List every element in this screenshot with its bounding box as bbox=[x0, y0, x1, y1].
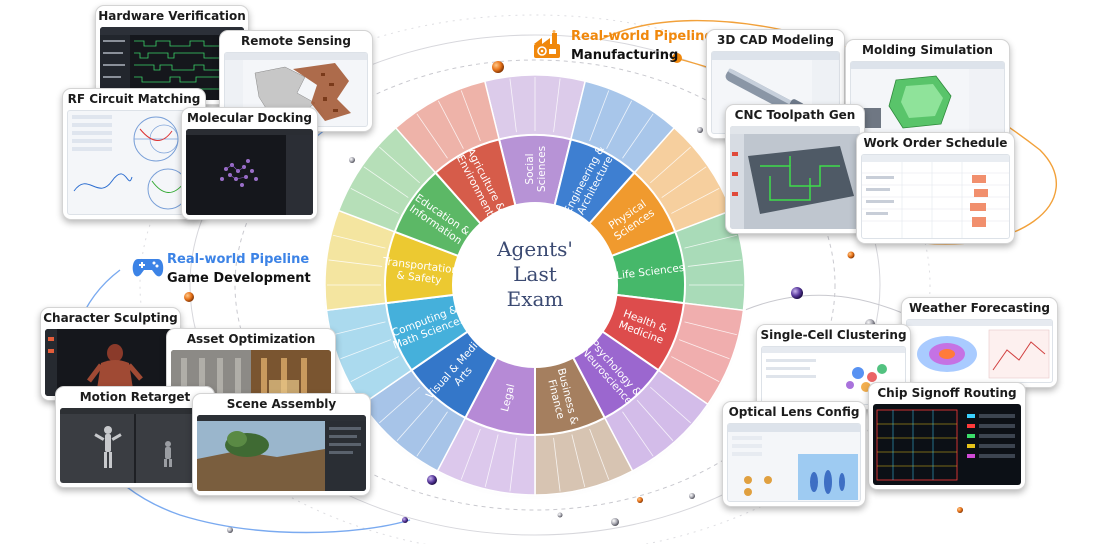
card-title: Molecular Docking bbox=[187, 111, 312, 125]
domain-label-line: Social bbox=[524, 153, 536, 184]
center-title-line3: Exam bbox=[507, 287, 564, 311]
wheel-subdivider bbox=[363, 166, 409, 198]
pipeline-game: Real-world Pipeline Game Development bbox=[167, 252, 311, 287]
card-title: Character Sculpting bbox=[43, 311, 178, 325]
wheel-subdivider bbox=[650, 386, 691, 424]
wheel-center bbox=[453, 203, 617, 367]
wheel-subdivider bbox=[379, 146, 420, 184]
screenshot-chip bbox=[873, 404, 1021, 485]
wheel-subdivider bbox=[460, 428, 481, 480]
card-title: Chip Signoff Routing bbox=[877, 386, 1017, 400]
card-optical-lens-config: Optical Lens Config bbox=[722, 401, 866, 507]
screenshot-optics bbox=[727, 423, 861, 502]
wheel-subdivider bbox=[340, 339, 392, 360]
wheel-subdivider bbox=[636, 400, 674, 441]
wheel-subdivider bbox=[416, 113, 448, 159]
wheel-subdivider bbox=[606, 100, 633, 149]
center-title-line1: Agents' bbox=[496, 237, 573, 261]
wheel-subdivider bbox=[509, 78, 517, 133]
gamepad-icon bbox=[132, 255, 164, 283]
screenshot-motion bbox=[60, 408, 210, 483]
card-motion-retarget: Motion Retarget bbox=[55, 386, 215, 488]
wheel-subdivider bbox=[661, 166, 707, 198]
card-title: RF Circuit Matching bbox=[67, 92, 201, 106]
wheel-subdivider bbox=[553, 78, 561, 133]
card-weather-forecasting: Weather Forecasting bbox=[901, 297, 1058, 388]
domain-label: SocialSciences bbox=[524, 146, 548, 192]
card-chip-signoff-routing: Chip Signoff Routing bbox=[868, 382, 1026, 490]
screenshot-sculpt bbox=[45, 329, 176, 396]
wheel-subdivider bbox=[328, 259, 383, 267]
card-title: Remote Sensing bbox=[241, 34, 351, 48]
factory-icon bbox=[532, 30, 562, 64]
wheel-subdivider bbox=[332, 321, 386, 336]
wheel-subdivider bbox=[379, 386, 420, 424]
wheel-subdivider bbox=[622, 411, 654, 457]
wheel-subdivider bbox=[416, 411, 448, 457]
card-title: 3D CAD Modeling bbox=[717, 33, 834, 47]
card-title: Scene Assembly bbox=[226, 397, 337, 411]
screenshot-mold bbox=[850, 61, 1005, 136]
card-scene-assembly: Scene Assembly bbox=[192, 393, 371, 496]
wheel-subdivider bbox=[350, 187, 399, 214]
card-title: Weather Forecasting bbox=[909, 301, 1050, 315]
wheel-subdivider bbox=[650, 146, 691, 184]
screenshot-weather bbox=[906, 319, 1053, 383]
card-single-cell-clustering: Single-Cell Clustering bbox=[756, 324, 911, 410]
wheel-subdivider bbox=[509, 437, 517, 492]
wheel-subdivider bbox=[622, 113, 654, 159]
card-rf-circuit-matching: RF Circuit Matching bbox=[62, 88, 206, 220]
wheel-subdivider bbox=[671, 187, 720, 214]
pipeline-manufacturing-kicker: Real-world Pipeline bbox=[571, 29, 714, 44]
screenshot-cnc bbox=[730, 126, 860, 229]
wheel-subdivider bbox=[571, 434, 586, 488]
domain-label-line: & Safety bbox=[396, 269, 442, 286]
card-work-order-schedule: Work Order Schedule bbox=[856, 132, 1015, 244]
card-character-sculpting: Character Sculpting bbox=[40, 307, 181, 401]
pipeline-game-kicker: Real-world Pipeline bbox=[167, 252, 310, 267]
wheel-subdivider bbox=[396, 400, 434, 441]
wheel-subdivider bbox=[460, 90, 481, 142]
card-title: Optical Lens Config bbox=[728, 405, 860, 419]
card-title: Molding Simulation bbox=[862, 43, 993, 57]
wheel-subdivider bbox=[684, 321, 738, 336]
wheel-subdivider bbox=[678, 339, 730, 360]
wheel-outer-band bbox=[324, 74, 746, 496]
pipeline-manufacturing: Real-world Pipeline Manufacturing bbox=[571, 29, 713, 64]
screenshot-scene bbox=[197, 415, 366, 491]
card-title: CNC Toolpath Gen bbox=[734, 108, 856, 122]
wheel-subdivider bbox=[484, 434, 499, 488]
card-molecular-docking: Molecular Docking bbox=[181, 107, 318, 220]
card-title: Hardware Verification bbox=[98, 9, 246, 23]
wheel-subdivider bbox=[553, 437, 561, 492]
screenshot-gantt bbox=[861, 154, 1010, 239]
pipeline-manufacturing-title: Manufacturing bbox=[571, 48, 679, 63]
card-title: Work Order Schedule bbox=[863, 136, 1008, 150]
pipeline-game-title: Game Development bbox=[167, 271, 311, 286]
wheel-subdivider bbox=[684, 234, 738, 249]
card-title: Asset Optimization bbox=[186, 332, 316, 346]
center-title-line2: Last bbox=[513, 262, 557, 286]
wheel-subdivider bbox=[687, 259, 742, 267]
screenshot-clusters bbox=[761, 346, 906, 405]
wheel-subdivider bbox=[437, 100, 464, 149]
card-cnc-toolpath: CNC Toolpath Gen bbox=[725, 104, 865, 234]
wheel-subdivider bbox=[671, 356, 720, 383]
wheel-subdivider bbox=[589, 90, 610, 142]
wheel-subdivider bbox=[350, 356, 399, 383]
card-title: Single-Cell Clustering bbox=[760, 328, 907, 342]
screenshot-smith-chart bbox=[67, 110, 201, 215]
domain-label-line: Sciences bbox=[536, 146, 548, 192]
screenshot-molecule bbox=[186, 129, 313, 215]
card-molding-simulation: Molding Simulation bbox=[845, 39, 1010, 141]
wheel-subdivider bbox=[589, 428, 610, 480]
wheel-subdivider bbox=[332, 234, 386, 249]
orbit-rings bbox=[139, 14, 931, 544]
card-title: Motion Retarget bbox=[79, 390, 191, 404]
